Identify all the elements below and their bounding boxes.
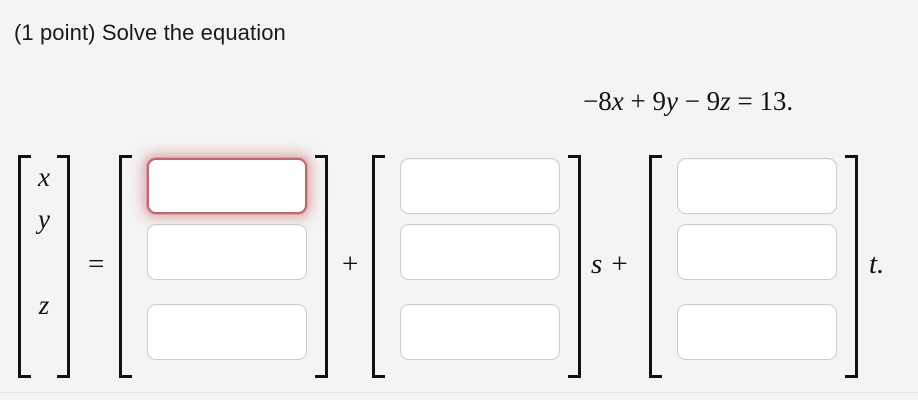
vector-3-left-bracket — [649, 155, 662, 378]
solution-operator-plus: + — [342, 248, 359, 280]
answer-input-3-2[interactable] — [677, 224, 837, 280]
vector-1-left-bracket — [119, 155, 132, 378]
variable-vector-right-bracket — [57, 155, 70, 378]
parameter-s-label: s + — [591, 248, 630, 280]
variable-entry-z: z — [38, 290, 50, 320]
solution-equals-sign: = — [88, 248, 105, 280]
vector-2-left-bracket — [372, 155, 385, 378]
equation-equals-sign: = — [737, 86, 753, 116]
vector-3-right-bracket — [845, 155, 858, 378]
answer-input-2-3[interactable] — [400, 304, 560, 360]
answer-input-2-2[interactable] — [400, 224, 560, 280]
footer-divider — [0, 392, 918, 393]
answer-input-1-3[interactable] — [147, 304, 307, 360]
variable-vector-left-bracket — [18, 155, 31, 378]
equation-operator-minus: − — [684, 86, 700, 116]
equation-var-y: y — [665, 86, 678, 116]
equation-var-z: z — [720, 86, 731, 116]
equation-coeff-2: 9 — [652, 86, 666, 116]
vector-2-right-bracket — [568, 155, 581, 378]
answer-input-3-1[interactable] — [677, 158, 837, 214]
answer-input-1-2[interactable] — [147, 224, 307, 280]
variable-entry-x: x — [38, 162, 50, 192]
parameter-t-label: t. — [869, 248, 885, 280]
vector-1-right-bracket — [315, 155, 328, 378]
equation-display: −8x + 9y − 9z = 13. — [583, 86, 793, 117]
answer-input-2-1[interactable] — [400, 158, 560, 214]
equation-coeff-3: 9 — [706, 86, 721, 116]
answer-input-1-1[interactable] — [147, 158, 307, 214]
answer-input-3-3[interactable] — [677, 304, 837, 360]
equation-rhs: 13. — [759, 86, 794, 116]
equation-var-x: x — [611, 86, 624, 116]
variable-entry-y: y — [38, 204, 50, 234]
equation-operator-plus: + — [630, 86, 646, 116]
equation-coeff-1: −8 — [583, 86, 612, 116]
page-title: (1 point) Solve the equation — [14, 20, 286, 45]
